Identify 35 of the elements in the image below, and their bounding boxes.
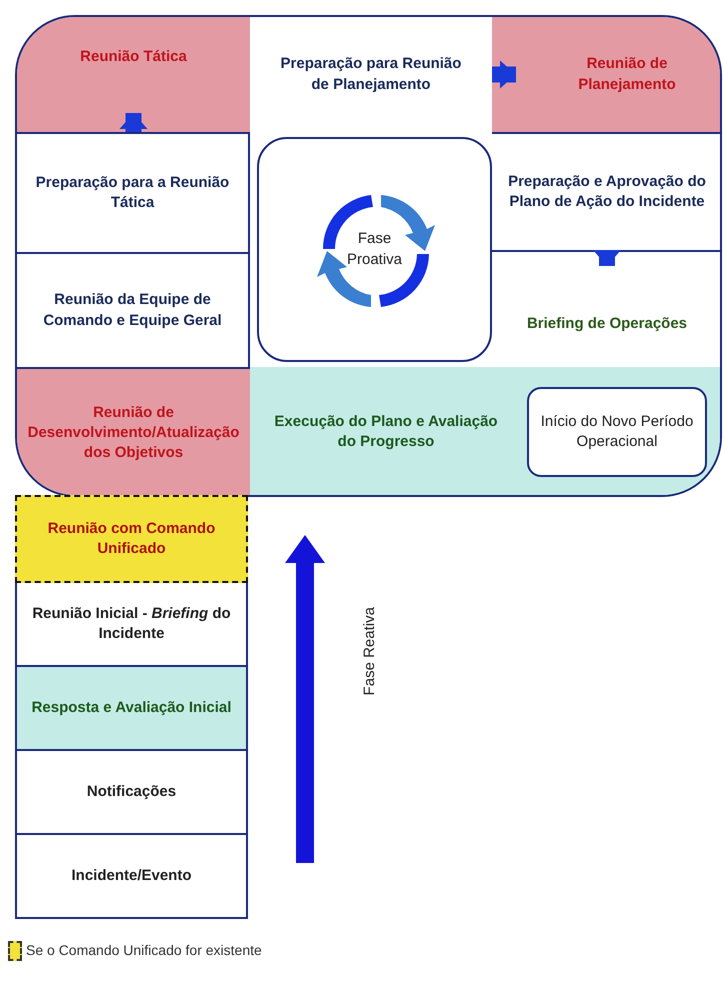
phase-label: Fase Reativa: [360, 606, 379, 698]
legend-text: Se o Comando Unificado for existente: [26, 941, 262, 960]
step-box: [15, 667, 248, 751]
node-text: Reunião Tática: [79, 46, 188, 67]
meeting-box: [532, 17, 720, 132]
block-arrow: [492, 60, 516, 88]
step-box: [17, 252, 250, 367]
node-text: Execução do Plano e Avaliação do Progresso: [273, 412, 499, 452]
node-text: Reunião com Comando Unificado: [46, 518, 216, 559]
node-text: Reunião Inicial - Briefing do Incidente: [31, 604, 232, 644]
node-text: Início do Novo Período Operacional: [540, 412, 694, 452]
step-box: [15, 835, 248, 919]
node-text: Briefing de Operações: [526, 314, 688, 334]
step-box: [15, 751, 248, 835]
node-text: Preparação para Reunião de Planejamento: [280, 54, 462, 94]
node-text: Notificações: [86, 782, 178, 802]
meeting-box: [17, 367, 250, 495]
step-box: [17, 132, 250, 252]
block-arrow: [120, 113, 148, 132]
node-text: Reunião da Equipe de Comando e Equipe Geral: [42, 290, 223, 330]
step-box: [15, 583, 248, 667]
meeting-box: [17, 17, 250, 97]
node-text: Resposta e Avaliação Inicial: [30, 698, 232, 718]
node-text: Reunião de Desenvolvimento/Atualização dos Objetivos: [26, 402, 240, 464]
node-text: Preparação e Aprovação do Plano de Ação do Incidente: [507, 172, 707, 212]
block-arrow: [593, 250, 621, 266]
node-text: Incidente/Evento: [70, 866, 193, 886]
node-text: Preparação para a Reunião Tática: [34, 172, 230, 213]
meeting-box: [15, 495, 248, 583]
node-text: Fase Proativa: [346, 229, 404, 270]
node-text: Reunião de Planejamento: [577, 54, 677, 94]
step-box: [492, 132, 720, 252]
period-box: [527, 387, 707, 477]
execution-band: [250, 367, 720, 495]
phase-box: [257, 137, 492, 362]
